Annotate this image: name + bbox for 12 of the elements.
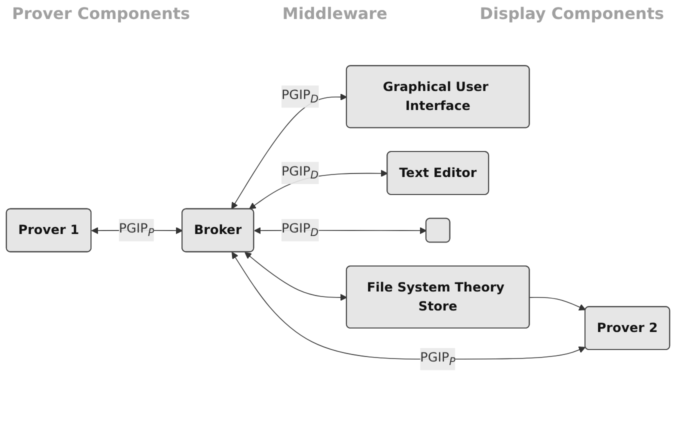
edge-label: PGIP$_{D}$ — [281, 87, 319, 106]
arrow — [231, 94, 348, 210]
arrow — [529, 296, 586, 310]
column-heading: Middleware — [282, 4, 388, 23]
edge-label: PGIP$_{P}$ — [118, 220, 154, 240]
edge-label: PGIP$_{D}$ — [281, 163, 319, 182]
edge-label: PGIP$_{P}$ — [420, 350, 456, 368]
edge-label: PGIP$_{D}$ — [281, 220, 319, 240]
column-heading: Display Components — [480, 4, 664, 23]
column-heading: Prover Components — [12, 4, 190, 23]
arrow — [244, 252, 348, 301]
arrow — [232, 252, 586, 360]
